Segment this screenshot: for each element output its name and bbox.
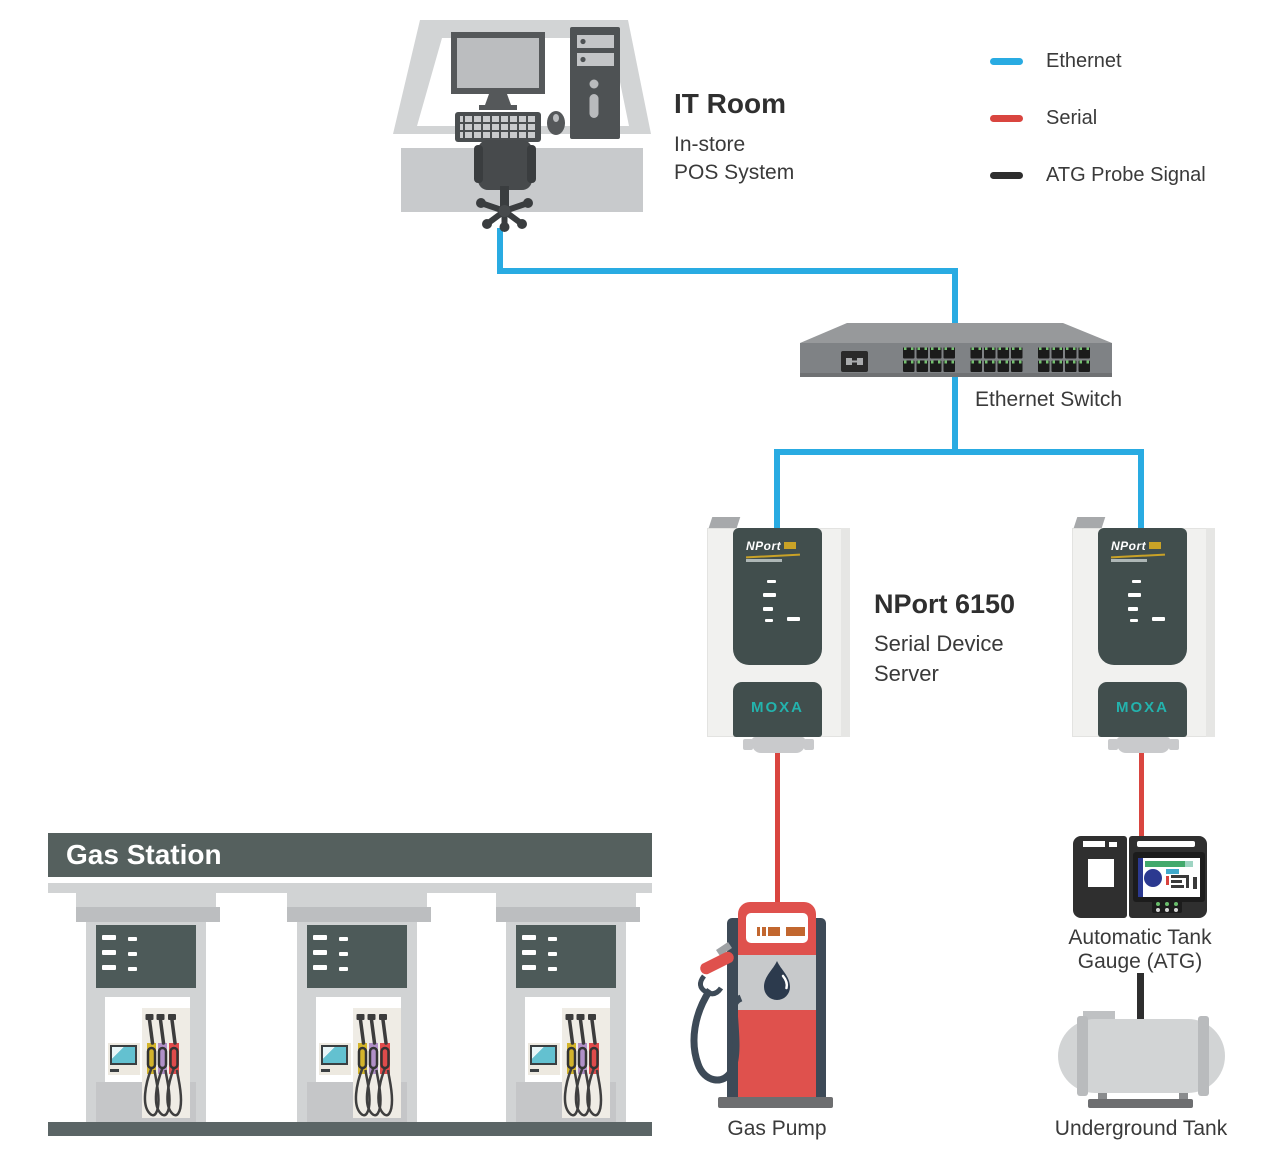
nport-series-badge-icon: [1149, 542, 1162, 550]
atg-probe-cable: [1137, 973, 1144, 1020]
price-sign-icon: [307, 925, 407, 988]
payment-terminal-icon: [528, 1043, 560, 1075]
nport-subtitle: Server: [874, 661, 939, 686]
device-front-panel: NPort: [1098, 528, 1187, 665]
ethernet-cable-switch-branch: [774, 449, 1144, 455]
device-front-panel: NPort: [733, 528, 822, 665]
ground-bar: [48, 1122, 652, 1136]
serial-cable-to-gas-pump: [775, 750, 780, 903]
keyboard-icon: [455, 112, 541, 142]
it-room-title: IT Room: [674, 88, 786, 119]
fuel-dispenser-kiosk: [287, 892, 435, 1122]
pos-workstation-illustration: [393, 12, 655, 239]
price-sign-icon: [96, 925, 196, 988]
office-chair-icon: [474, 140, 536, 232]
atg-keypad-icon: [1088, 859, 1114, 887]
moxa-logo: MOXA: [751, 699, 804, 716]
serial-cable-to-atg: [1139, 750, 1144, 838]
db9-screw-icon: [1108, 739, 1118, 750]
legend-label: ATG Probe Signal: [1046, 164, 1206, 186]
led-indicator: [1128, 607, 1138, 611]
pump-nozzles-icon: [353, 1008, 401, 1123]
ethernet-switch-illustration: [797, 320, 1115, 387]
brand-panel: MOXA: [1098, 682, 1187, 737]
atg-screen-icon: [1133, 852, 1205, 902]
atg-label-block: Automatic Tank Gauge (ATG): [1040, 926, 1240, 974]
atg-label: Automatic Tank: [1068, 926, 1212, 949]
db9-serial-connector-icon: [1117, 737, 1170, 753]
gas-station-illustration: Gas Station: [48, 826, 652, 1137]
led-indicator: [1152, 617, 1165, 621]
gas-station-sign: Gas Station: [48, 833, 652, 877]
it-room-subtitle: POS System: [674, 161, 795, 184]
mouse-icon: [547, 111, 565, 135]
ethernet-cable-to-right-nport: [1138, 449, 1144, 528]
monitor-icon: [451, 32, 545, 110]
led-indicator: [787, 617, 800, 621]
legend-label: Ethernet: [1046, 50, 1122, 72]
db9-screw-icon: [804, 739, 814, 750]
led-indicator: [763, 607, 773, 611]
nport-6150-device-left: NPort MOXA: [707, 516, 850, 756]
serial-line-swatch-icon: [990, 115, 1023, 122]
led-indicator: [1128, 593, 1141, 597]
atg-probe-line-swatch-icon: [990, 172, 1023, 179]
pump-nozzles-icon: [562, 1008, 610, 1123]
ethernet-cable-pos-to-switch: [497, 268, 958, 274]
ethernet-cable-switch-branch: [952, 377, 958, 455]
led-indicator: [765, 619, 773, 622]
nport-6150-device-right: NPort MOXA: [1072, 516, 1215, 756]
nport-logo: NPort: [1111, 539, 1147, 553]
pc-tower-icon: [570, 27, 620, 139]
atg-buttons-icon: [1152, 900, 1182, 913]
led-indicator: [1130, 619, 1138, 622]
ethernet-line-swatch-icon: [990, 58, 1023, 65]
fuel-dispenser-kiosk: [496, 892, 644, 1122]
led-indicator: [1132, 580, 1141, 583]
moxa-logo: MOXA: [1116, 699, 1169, 716]
ethernet-cable-pos-to-switch: [497, 228, 503, 274]
nport-title: NPort 6150: [874, 589, 1016, 619]
db9-serial-connector-icon: [752, 737, 805, 753]
legend-label: Serial: [1046, 107, 1098, 129]
pump-hose-nozzle-icon: [688, 938, 752, 1105]
underground-tank-label: Underground Tank: [1054, 1117, 1228, 1140]
ethernet-switch-label: Ethernet Switch: [975, 388, 1123, 411]
led-indicator: [767, 580, 776, 583]
it-room-label-block: IT Room In-store POS System: [674, 88, 794, 187]
ethernet-cable-pos-to-switch: [952, 268, 958, 343]
legend-item-atg-probe: ATG Probe Signal: [990, 164, 1206, 187]
ethernet-cable-to-left-nport: [774, 449, 780, 528]
gas-pump-label: Gas Pump: [727, 1117, 827, 1140]
fuel-drop-icon: [760, 959, 794, 1010]
nport-logo: NPort: [746, 539, 782, 553]
it-room-subtitle: In-store: [674, 133, 746, 156]
payment-terminal-icon: [319, 1043, 351, 1075]
legend-item-ethernet: Ethernet: [990, 50, 1122, 73]
db9-screw-icon: [743, 739, 753, 750]
nport-subtitle: Serial Device: [874, 631, 1004, 656]
payment-terminal-icon: [108, 1043, 140, 1075]
uplink-port-icon: [841, 351, 868, 372]
atg-label: Gauge (ATG): [1077, 950, 1203, 973]
rj45-port-bank-icon: [903, 347, 1091, 372]
price-sign-icon: [516, 925, 616, 988]
fuel-dispenser-kiosk: [76, 892, 224, 1122]
nport-series-badge-icon: [784, 542, 797, 550]
brand-panel: MOXA: [733, 682, 822, 737]
gas-station-sign-text: Gas Station: [66, 839, 222, 870]
led-indicator: [763, 593, 776, 597]
nport-label-block: NPort 6150 Serial Device Server: [874, 589, 1015, 689]
pump-display-icon: [746, 913, 808, 943]
pump-nozzles-icon: [142, 1008, 190, 1123]
legend-item-serial: Serial: [990, 107, 1097, 130]
db9-screw-icon: [1169, 739, 1179, 750]
